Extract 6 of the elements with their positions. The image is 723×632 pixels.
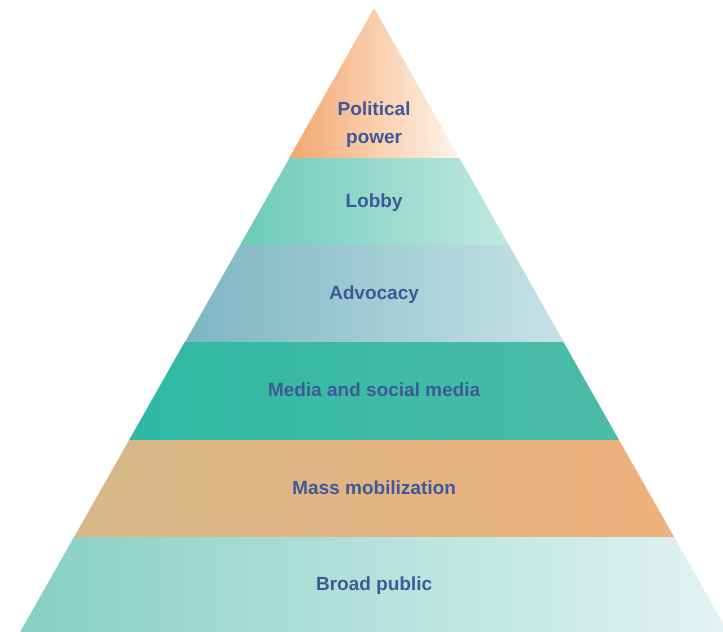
- tier-label: Political power: [336, 98, 412, 150]
- tier-label: Media and social media: [268, 379, 480, 403]
- tier-label: Lobby: [345, 190, 402, 214]
- tier-label: Advocacy: [329, 282, 419, 306]
- tier-label: Broad public: [316, 572, 432, 596]
- tier-label: Mass mobilization: [292, 476, 456, 500]
